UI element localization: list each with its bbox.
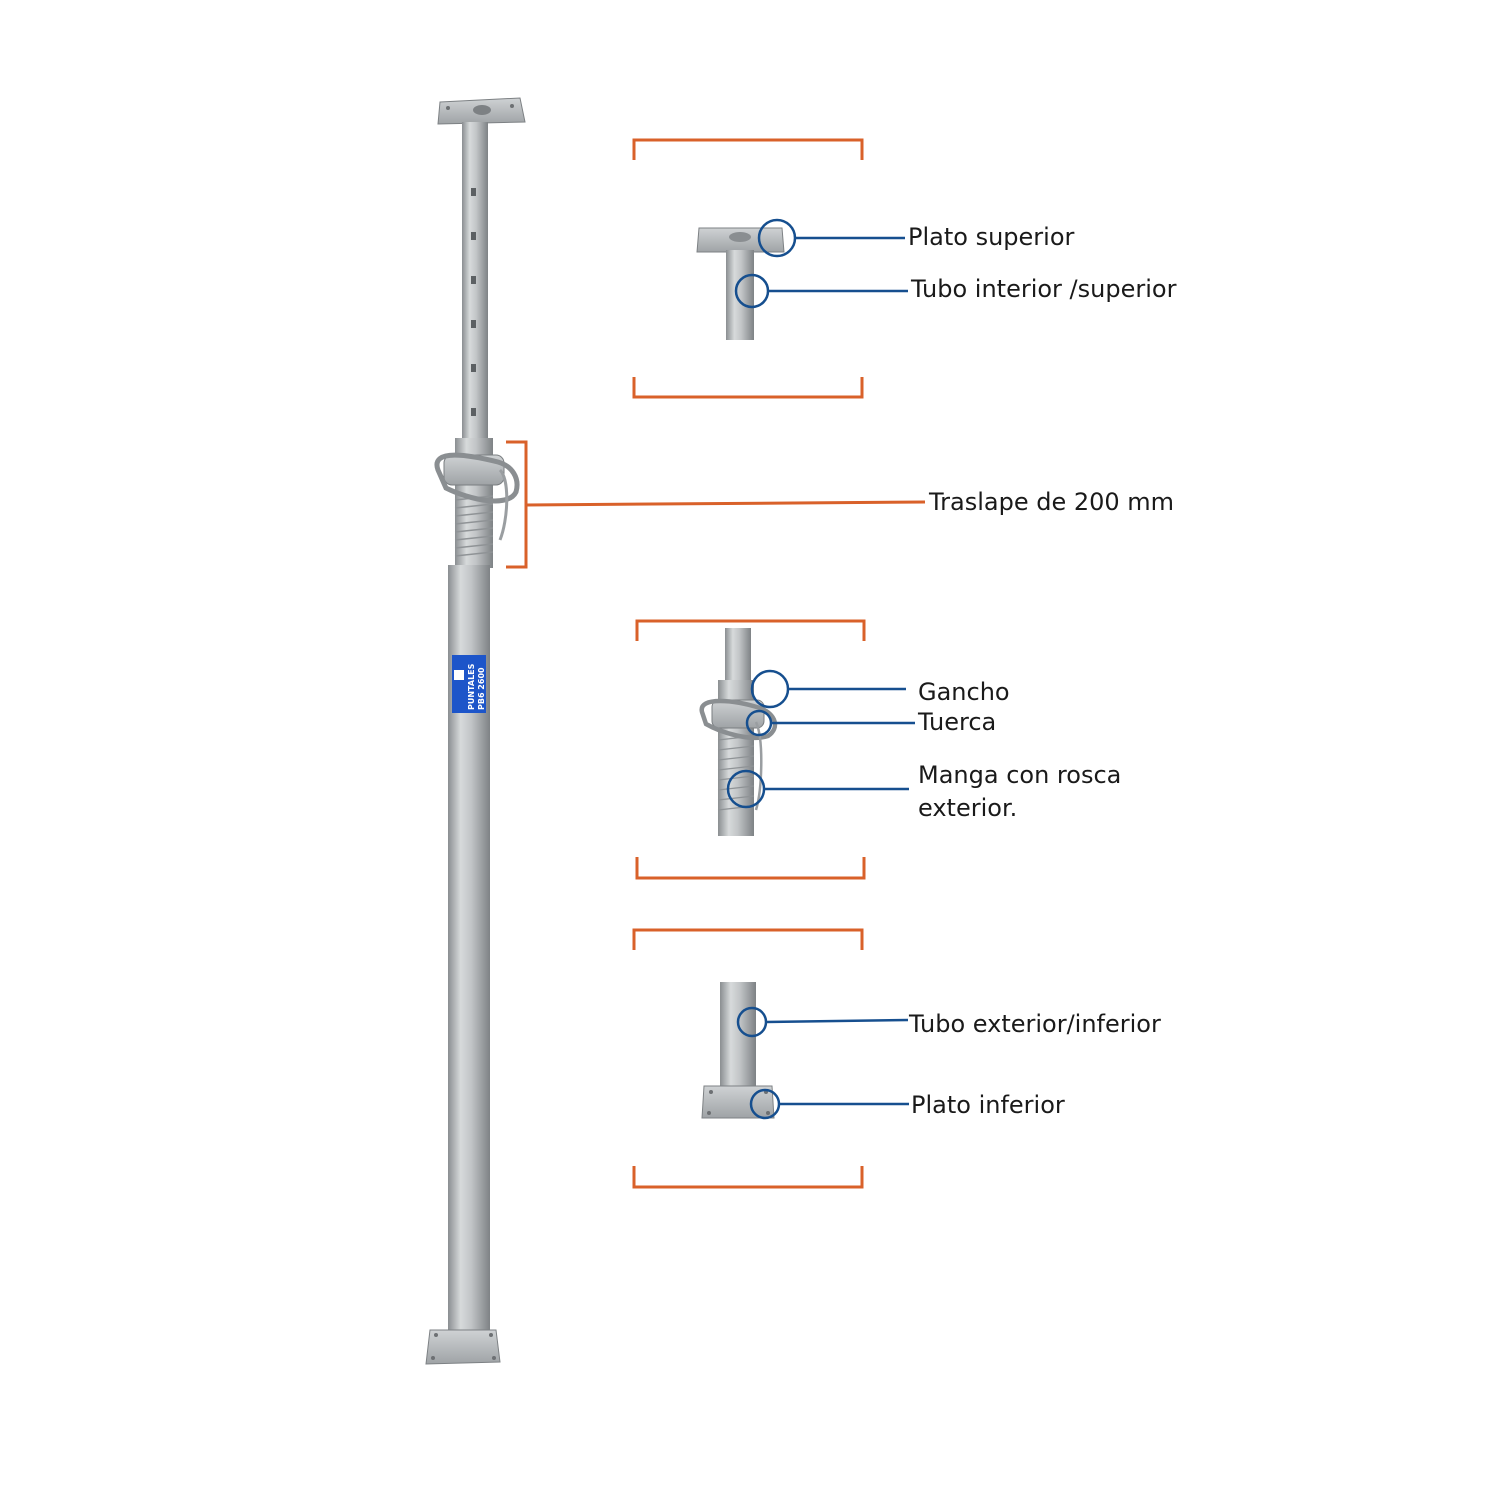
label-overlap: Traslape de 200 mm [929,488,1175,516]
label-sleeve-line1: Manga con rosca [918,761,1122,789]
detail-middle-prop [699,628,778,836]
detail-bottom-frame [632,928,864,1189]
hook-callout-circle [750,669,790,709]
detail-bottom-prop [701,982,775,1119]
overlap-bracket [506,440,528,569]
label-inner-tube: Tubo interior /superior [911,275,1177,303]
detail-top-frame [632,138,864,399]
detail-middle-frame [635,619,866,880]
main-prop: PUNTALES PB6 2600 [425,97,526,1365]
product-sticker [452,655,486,713]
label-top-plate: Plato superior [908,223,1075,251]
label-sleeve-line2: exterior. [918,794,1018,822]
sticker-line2: PB6 2600 [477,667,486,710]
main-bottom-plate [425,1329,501,1365]
sticker-line1: PUNTALES [467,663,476,710]
label-outer-tube: Tubo exterior/inferior [909,1010,1161,1038]
label-nut: Tuerca [918,708,997,736]
main-nut-and-hook [434,452,520,541]
label-bottom-plate: Plato inferior [911,1091,1065,1119]
outer-tube-leader [765,1018,909,1024]
overlap-leader-line [525,500,926,507]
adjustment-holes [471,188,476,416]
label-hook: Gancho [918,678,1010,706]
main-top-plate [437,97,526,125]
detail-top-prop [696,227,785,340]
